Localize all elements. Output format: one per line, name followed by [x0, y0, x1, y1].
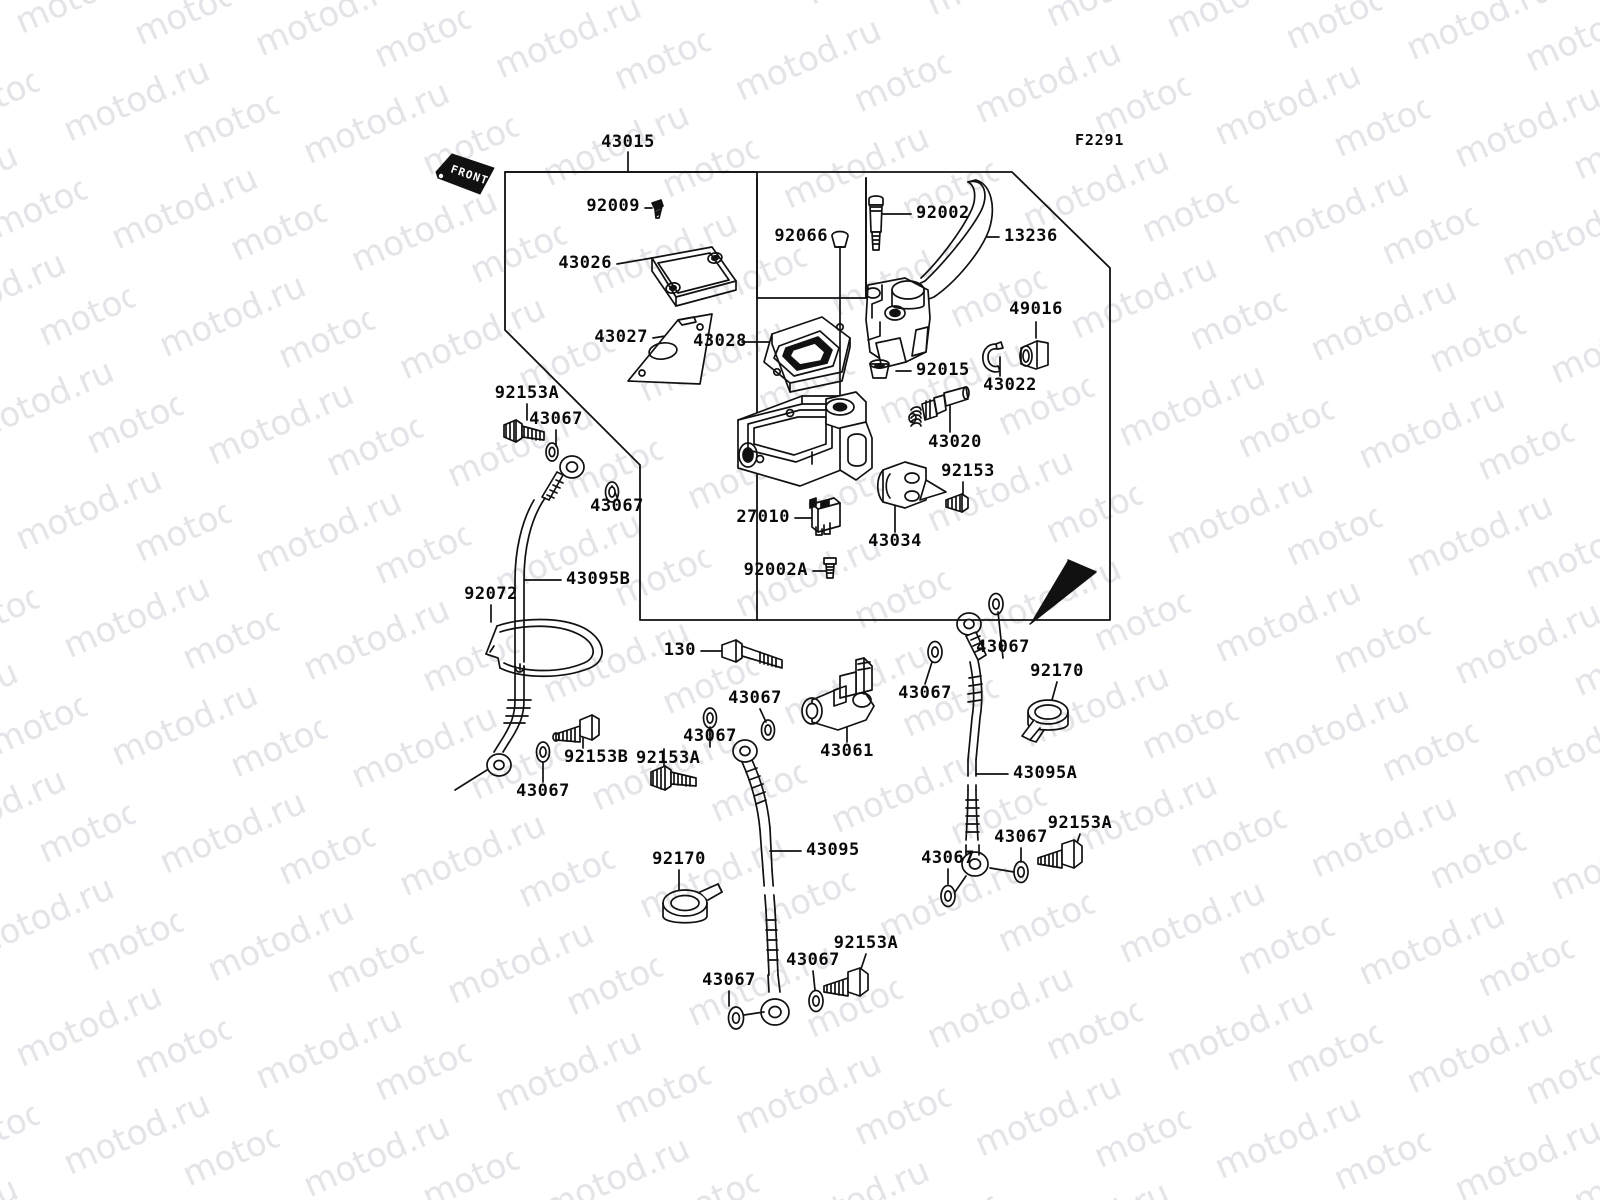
tie-line-washer-h [989, 867, 1015, 873]
tie-line-washer-i [954, 875, 967, 893]
part-master-cylinder-head [865, 277, 931, 369]
part-label-43067-f[interactable]: 43067 [898, 683, 952, 703]
part-label-43027[interactable]: 43027 [594, 327, 648, 347]
part-92153A-bottom-bolt [823, 967, 869, 997]
part-43067-washer-f [927, 640, 943, 664]
part-43095B-hose-lower [454, 665, 532, 791]
part-43034-holder [876, 461, 947, 509]
part-label-92170-left[interactable]: 92170 [652, 849, 706, 869]
part-label-43067-i[interactable]: 43067 [921, 848, 975, 868]
part-label-92009[interactable]: 92009 [586, 196, 640, 216]
part-label-92153A-mid[interactable]: 92153A [636, 748, 701, 768]
part-label-92170-right[interactable]: 92170 [1030, 661, 1084, 681]
part-label-43095A[interactable]: 43095A [1013, 763, 1078, 783]
part-92002A-bolt [823, 557, 837, 579]
part-43067-washer-h [1013, 860, 1029, 884]
part-label-43028[interactable]: 43028 [693, 331, 747, 351]
part-label-92002[interactable]: 92002 [916, 203, 970, 223]
part-label-43067-e[interactable]: 43067 [728, 688, 782, 708]
part-label-43061[interactable]: 43061 [820, 741, 874, 761]
part-43067-washer-d [702, 707, 718, 729]
part-92009-screw [651, 199, 664, 219]
part-label-92002A[interactable]: 92002A [743, 560, 808, 580]
pointer-43095B-end [454, 769, 488, 791]
part-label-43067-c[interactable]: 43067 [516, 781, 570, 801]
part-label-43067-d[interactable]: 43067 [683, 726, 737, 746]
part-43020-piston [908, 386, 970, 427]
part-43067-washer-j [808, 989, 824, 1013]
front-direction-marker: FRONT [435, 153, 495, 195]
part-label-43015[interactable]: 43015 [601, 132, 655, 152]
part-label-130[interactable]: 130 [663, 640, 696, 660]
leader-92170-right [1051, 681, 1058, 701]
part-43028-diaphragm [763, 316, 851, 393]
part-label-43067-k[interactable]: 43067 [702, 970, 756, 990]
part-label-43020[interactable]: 43020 [928, 432, 982, 452]
part-label-92015[interactable]: 92015 [916, 360, 970, 380]
part-92002-bolt [868, 195, 884, 251]
part-43026-cap [651, 246, 737, 307]
part-43067-washer-c [535, 741, 551, 763]
leader-43067-f [924, 661, 933, 685]
part-43067-washer-i [940, 884, 956, 908]
part-label-49016[interactable]: 49016 [1009, 299, 1063, 319]
part-label-13236[interactable]: 13236 [1004, 226, 1058, 246]
part-27010-switch [809, 497, 841, 536]
part-43067-washer-e [760, 719, 776, 741]
part-label-92072[interactable]: 92072 [464, 584, 518, 604]
part-43067-washer-g [988, 592, 1004, 616]
part-92153-bolt [945, 493, 969, 513]
part-master-cylinder-body [737, 391, 873, 487]
part-label-92066[interactable]: 92066 [774, 226, 828, 246]
part-92170-clamp-left [662, 883, 723, 924]
part-label-43026[interactable]: 43026 [558, 253, 612, 273]
pointer-arrow-lower-right [1029, 559, 1097, 625]
part-label-43067-b[interactable]: 43067 [590, 496, 644, 516]
part-label-27010[interactable]: 27010 [736, 507, 790, 527]
part-label-92153[interactable]: 92153 [941, 461, 995, 481]
part-label-43067-a[interactable]: 43067 [529, 409, 583, 429]
leader-43067-j [812, 970, 816, 991]
leader-43026 [616, 257, 653, 265]
part-label-43067-h[interactable]: 43067 [994, 827, 1048, 847]
diagram-code: F2291 [1075, 131, 1125, 149]
part-43061-joint [801, 657, 875, 731]
part-label-43034[interactable]: 43034 [868, 531, 922, 551]
part-92066-plug [831, 230, 849, 248]
part-92153A-mid-bolt [650, 765, 697, 791]
part-label-92153A-right[interactable]: 92153A [1047, 813, 1113, 833]
part-130-bolt [721, 639, 783, 669]
part-92153B-bolt [552, 714, 600, 743]
part-label-43067-g[interactable]: 43067 [976, 637, 1030, 657]
part-label-43095B[interactable]: 43095B [566, 569, 631, 589]
part-43067-washer-a [545, 442, 559, 462]
part-43067-washer-k [727, 1006, 745, 1030]
part-label-92153A-bottom[interactable]: 92153A [833, 933, 899, 953]
part-43095B-hose [514, 455, 585, 673]
part-92170-clamp-right [1021, 699, 1069, 743]
part-label-92153B[interactable]: 92153B [564, 747, 629, 767]
part-49016-dustseal [1019, 340, 1049, 370]
part-label-43022[interactable]: 43022 [983, 375, 1037, 395]
part-label-43067-j[interactable]: 43067 [786, 950, 840, 970]
part-label-43095[interactable]: 43095 [806, 840, 860, 860]
part-92072-band [485, 618, 603, 678]
part-label-92153A-upper[interactable]: 92153A [494, 383, 560, 403]
